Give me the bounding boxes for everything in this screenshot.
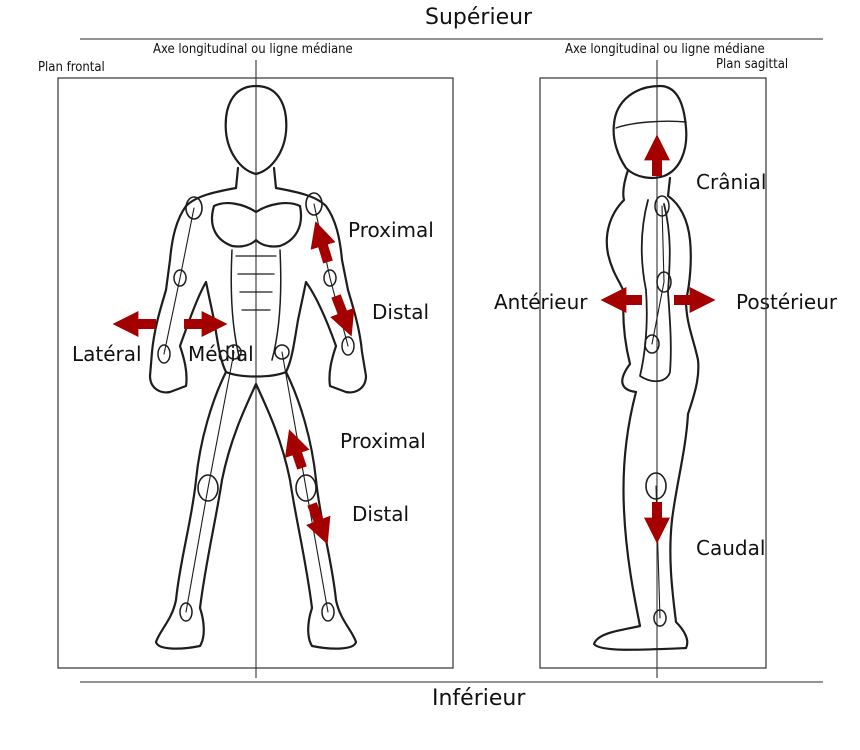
arm-distal-label: Distal [372,300,430,324]
sagittal-plane-box [539,77,767,669]
anterior-label: Antérieur [494,290,588,314]
direction-arrows [112,134,716,545]
cranial-label: Crânial [696,170,767,194]
posterior-label: Postérieur [736,290,838,314]
superior-label: Supérieur [425,5,533,30]
arm-distal-arrow [330,294,355,337]
leg-distal-label: Distal [352,502,410,526]
arm-proximal-arrow [310,221,336,264]
front-figure [148,84,368,650]
leg-distal-arrow [306,502,331,545]
sagittal-plane-label: Plan sagittal [716,57,789,72]
front-axis-label: Axe longitudinal ou ligne médiane [153,42,353,57]
frontal-plane-label: Plan frontal [38,60,105,75]
inferior-label: Inférieur [432,686,526,711]
arm-proximal-label: Proximal [348,218,434,242]
side-axis-label: Axe longitudinal ou ligne médiane [565,42,765,57]
leg-proximal-arrow [284,429,310,470]
lateral-label: Latéral [72,342,142,366]
leg-proximal-label: Proximal [340,429,426,453]
caudal-label: Caudal [696,536,766,560]
side-figure [592,84,700,651]
